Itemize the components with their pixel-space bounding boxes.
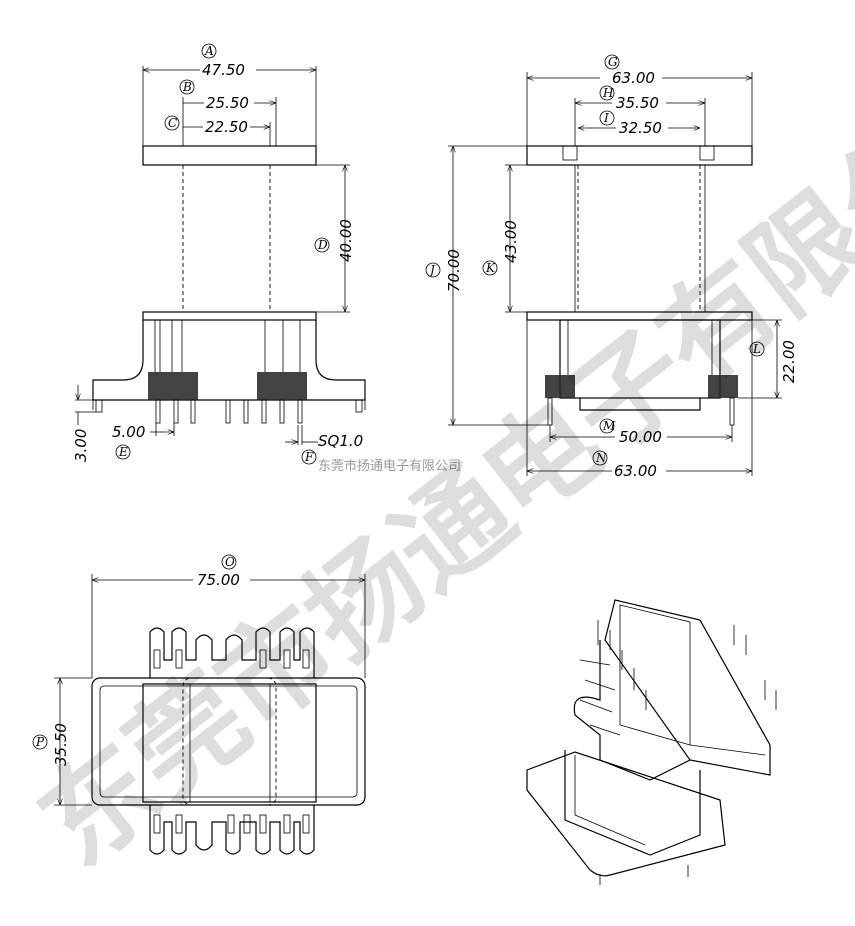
side-view: G 63.00 H 35.50 I 32.50 70.00 J 43.00 K … xyxy=(425,54,798,480)
dim-label-N: N xyxy=(595,451,607,465)
dim-E-value: 5.00 xyxy=(112,423,145,441)
watermark-small: 东莞市扬通电子有限公司 xyxy=(318,458,461,474)
isometric-view xyxy=(526,599,777,885)
comb-pins-top xyxy=(149,627,315,678)
dim-D-value: 40.00 xyxy=(337,219,355,262)
dim-label-B: B xyxy=(182,80,192,94)
dim-M-value: 50.00 xyxy=(619,428,662,446)
dim-P-value: 35.50 xyxy=(52,723,70,766)
dim-label-O: O xyxy=(225,555,235,569)
dim-B-value: 25.50 xyxy=(206,94,249,112)
dim-O-value: 75.00 xyxy=(197,571,240,589)
dim-K-value: 43.00 xyxy=(502,220,520,263)
dim-label-L: L xyxy=(752,342,761,356)
dim-label-E: E xyxy=(118,445,128,459)
comb-pins-bottom xyxy=(149,805,315,855)
front-view: A 47.50 B 25.50 C 22.50 40.00 D 3.00 5.0… xyxy=(72,43,366,465)
dim-J-value: 70.00 xyxy=(445,249,463,292)
dim-A-value: 47.50 xyxy=(202,61,245,79)
dim-L-value: 22.00 xyxy=(780,340,798,383)
dim-label-A: A xyxy=(204,44,214,58)
dim-pin-height-value: 3.00 xyxy=(72,429,90,462)
dim-label-H: H xyxy=(602,86,614,100)
dim-I-value: 32.50 xyxy=(619,119,662,137)
bottom-view: O 75.00 35.50 P xyxy=(32,554,366,855)
dim-label-P: P xyxy=(35,735,45,749)
dim-label-D: D xyxy=(317,238,328,252)
dim-N-value: 63.00 xyxy=(614,462,657,480)
dim-G-value: 63.00 xyxy=(612,69,655,87)
dim-label-J: J xyxy=(427,263,436,277)
dim-label-F: F xyxy=(304,450,314,464)
front-pins xyxy=(95,320,363,424)
dim-label-G: G xyxy=(608,55,618,69)
dim-label-I: I xyxy=(603,111,609,125)
dim-label-K: K xyxy=(485,261,496,275)
dim-H-value: 35.50 xyxy=(616,94,659,112)
dim-C-value: 22.50 xyxy=(205,118,248,136)
dim-F-value: SQ1.0 xyxy=(318,432,363,450)
dim-label-C: C xyxy=(168,116,177,130)
dim-label-M: M xyxy=(602,419,616,433)
watermark-large: 东莞市扬通电子有限公司 xyxy=(17,30,855,891)
